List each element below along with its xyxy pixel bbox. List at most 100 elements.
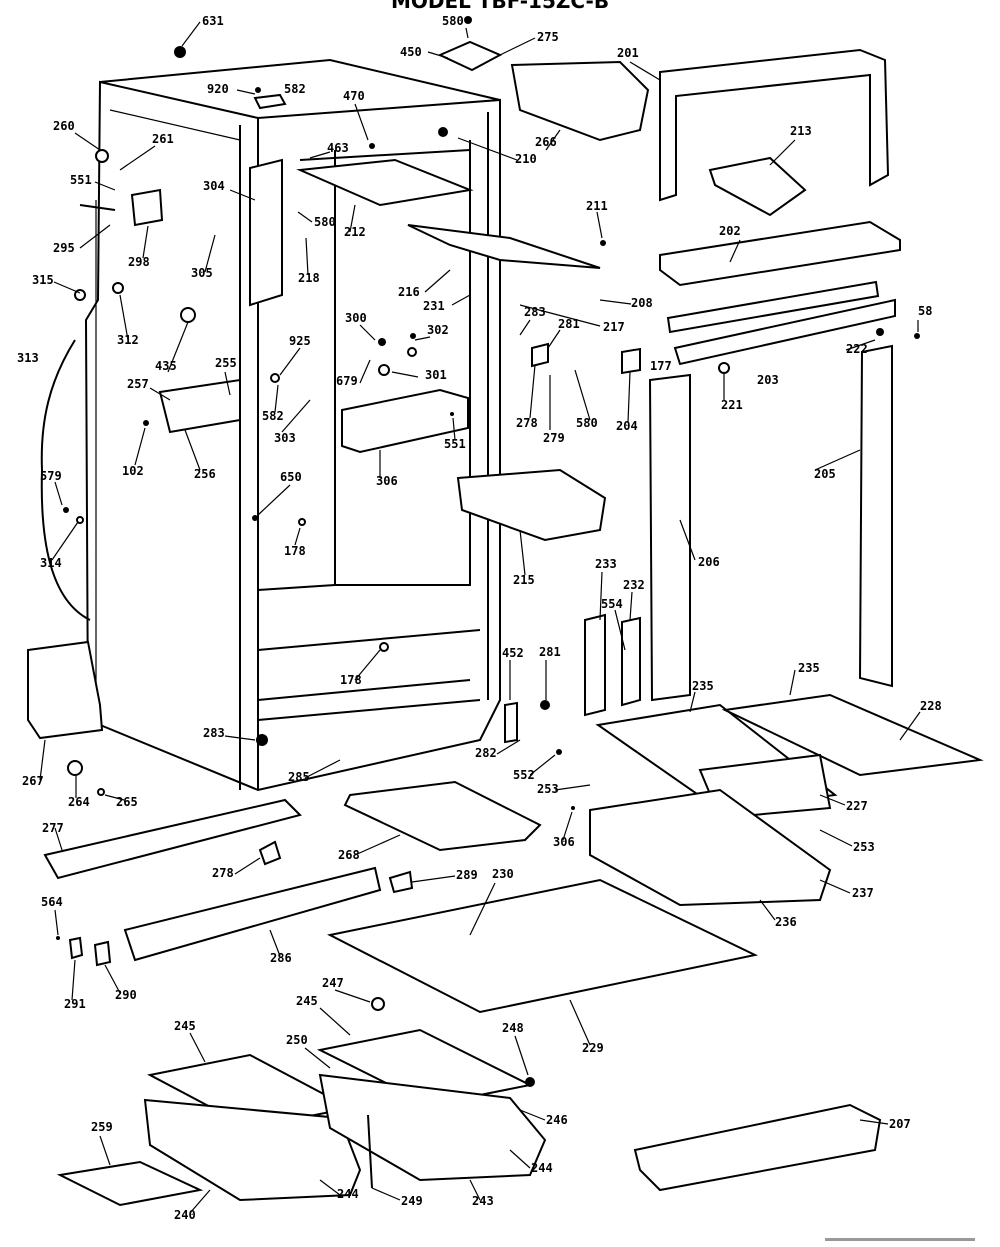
part-label: 582 — [284, 82, 306, 96]
part-label: 237 — [852, 886, 874, 900]
part-label: 247 — [322, 976, 344, 990]
part-label: 265 — [116, 795, 138, 809]
shelf-228 — [721, 693, 984, 777]
part-label: 216 — [398, 285, 420, 299]
part-label: 580 — [442, 14, 464, 28]
part-label: 435 — [155, 359, 177, 373]
part-label: 564 — [41, 895, 63, 909]
part-label: 230 — [492, 867, 514, 881]
part-label: 244 — [531, 1161, 553, 1175]
freezer-door — [659, 48, 890, 202]
filter-259 — [56, 1160, 204, 1207]
part-label: 210 — [515, 152, 537, 166]
part-label: 206 — [698, 555, 720, 569]
rail-277 — [43, 798, 302, 880]
part-label: 302 — [427, 323, 449, 337]
divider-208 — [666, 280, 880, 334]
part-label: 208 — [631, 296, 653, 310]
part-label: 178 — [340, 673, 362, 687]
part-label: 286 — [270, 951, 292, 965]
part-label: 925 — [289, 334, 311, 348]
part-label: 250 — [286, 1033, 308, 1047]
part-label: 102 — [122, 464, 144, 478]
part-labels: 631 580 275 450 201 920 582 470 260 261 … — [17, 14, 942, 1222]
part-label: 554 — [601, 597, 623, 611]
part-label: 256 — [194, 467, 216, 481]
bin-215 — [456, 468, 607, 542]
part-label: 218 — [298, 271, 320, 285]
part-label: 301 — [425, 368, 447, 382]
cabinet — [84, 58, 501, 792]
part-label: 266 — [535, 135, 557, 149]
crisper-drawer-243 — [318, 1073, 547, 1182]
bin-266 — [510, 60, 650, 142]
part-label: 229 — [582, 1041, 604, 1055]
part-label: 450 — [400, 45, 422, 59]
part-label: 277 — [42, 821, 64, 835]
part-label: 228 — [920, 699, 942, 713]
part-label: 580 — [576, 416, 598, 430]
part-label: 290 — [115, 988, 137, 1002]
part-label: 212 — [344, 225, 366, 239]
part-label: 313 — [17, 351, 39, 365]
part-label: 259 — [91, 1120, 113, 1134]
drawer-268 — [343, 780, 542, 852]
part-label: 222 — [846, 342, 868, 356]
control-panel — [249, 158, 283, 307]
part-label: 203 — [757, 373, 779, 387]
part-label: 244 — [337, 1187, 359, 1201]
panel-255 — [158, 378, 241, 434]
part-label: 202 — [719, 224, 741, 238]
part-label: 315 — [32, 273, 54, 287]
bar-203 — [673, 298, 896, 366]
part-label: 201 — [617, 46, 639, 60]
part-label: 282 — [475, 746, 497, 760]
part-label: 283 — [203, 726, 225, 740]
part-label: 281 — [558, 317, 580, 331]
part-label: 279 — [543, 431, 565, 445]
part-label: 552 — [513, 768, 535, 782]
rail-206 — [648, 373, 691, 702]
drawer-236 — [589, 788, 832, 907]
part-label: 463 — [327, 141, 349, 155]
part-label: 257 — [127, 377, 149, 391]
part-label: 261 — [152, 132, 174, 146]
part-label: 240 — [174, 1208, 196, 1222]
part-label: 236 — [775, 915, 797, 929]
part-label: 227 — [846, 799, 868, 813]
basket-306 — [341, 388, 469, 454]
ice-tray — [708, 156, 807, 217]
part-label: 177 — [650, 359, 672, 373]
part-label: 217 — [603, 320, 625, 334]
part-label: 285 — [288, 770, 310, 784]
part-label: 278 — [516, 416, 538, 430]
glass-shelf-230 — [327, 878, 759, 1014]
part-label: 582 — [262, 409, 284, 423]
part-label: 303 — [274, 431, 296, 445]
part-label: 679 — [336, 374, 358, 388]
part-label: 231 — [423, 299, 445, 313]
part-label: 213 — [790, 124, 812, 138]
part-label: 305 — [191, 266, 213, 280]
part-label: 204 — [616, 419, 638, 433]
part-label: 278 — [212, 866, 234, 880]
part-label: 249 — [401, 1194, 423, 1208]
part-label: 281 — [539, 645, 561, 659]
part-label: 235 — [798, 661, 820, 675]
part-label: 314 — [40, 556, 62, 570]
part-label: 260 — [53, 119, 75, 133]
part-label: 211 — [586, 199, 608, 213]
freezer-shelf — [296, 158, 474, 207]
leader-lines — [39, 21, 921, 1214]
small-parts — [56, 16, 920, 1189]
part-label: 920 — [207, 82, 229, 96]
part-label: 300 — [345, 311, 367, 325]
part-label: 215 — [513, 573, 535, 587]
wire-shelf — [407, 224, 601, 269]
part-label: 580 — [314, 215, 336, 229]
part-label: 579 — [40, 469, 62, 483]
part-label: 246 — [546, 1113, 568, 1127]
part-label: 248 — [502, 1021, 524, 1035]
part-label: 452 — [502, 646, 524, 660]
